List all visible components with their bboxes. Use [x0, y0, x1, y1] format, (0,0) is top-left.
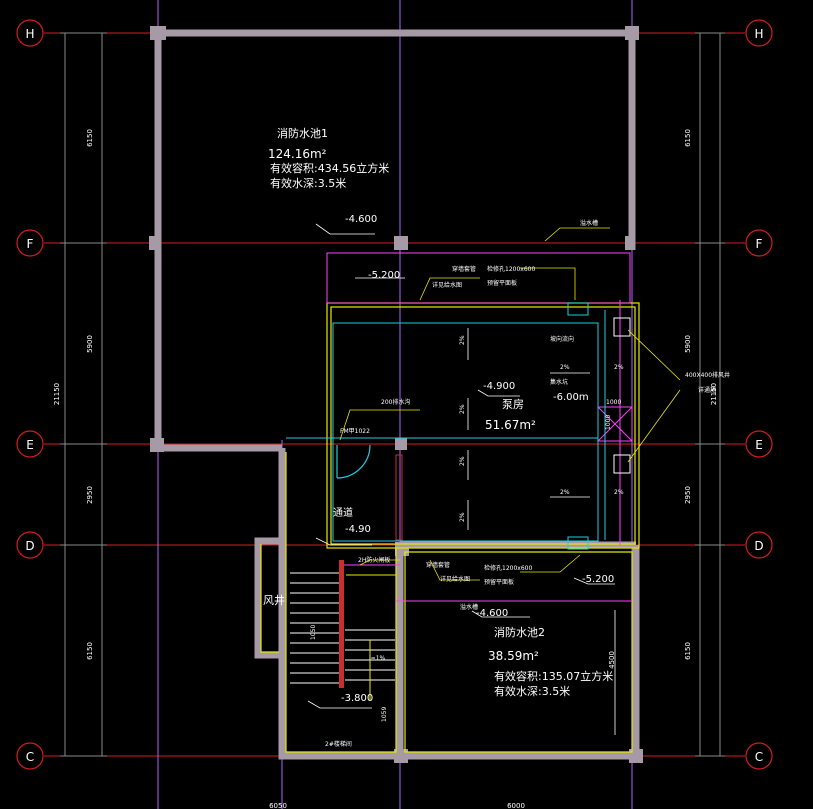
- dim-right-2950: 2950: [684, 486, 692, 504]
- elev-pool2: -4.600: [476, 608, 508, 619]
- note-vent-pipe-top-2: 详见给水图: [432, 281, 462, 289]
- corridor-hatch: [395, 454, 403, 541]
- grid-label-e-left: E: [26, 438, 34, 452]
- dim-right-6150-bottom: 6150: [684, 642, 692, 660]
- pool2-area: 38.59m²: [488, 649, 539, 663]
- slope-2: 2%: [614, 364, 624, 371]
- elev-upper: -5.200: [368, 270, 400, 281]
- grid-label-f-right: F: [756, 237, 763, 251]
- vent-shafts: [613, 317, 631, 474]
- grid-bubbles: [16, 19, 773, 770]
- pool2-depth: 有效水深:3.5米: [494, 684, 570, 698]
- slope-marks: [467, 328, 590, 530]
- grid-label-f-left: F: [27, 237, 34, 251]
- note-slope-i: i=1%: [369, 655, 386, 662]
- leaders: [307, 223, 616, 735]
- dim-left-total: 21150: [53, 383, 61, 405]
- grid-label-h-right: H: [754, 27, 763, 41]
- dim-pool2-depth: 4500: [608, 651, 616, 669]
- note-vent-400: 400X400排风井: [685, 371, 730, 379]
- slope-3: 2%: [560, 489, 570, 496]
- note-stair-room: 2#楼梯间: [325, 740, 352, 748]
- dim-pump-1000-side: 1000: [605, 415, 612, 430]
- dimension-lines: [60, 32, 725, 757]
- note-access-top: 检修孔1200x600: [487, 265, 535, 273]
- note-vent-pipe-bottom: 穿墙套管: [426, 561, 450, 569]
- pool1-name: 消防水池1: [277, 126, 328, 140]
- grid-label-c-right: C: [755, 750, 763, 764]
- dim-left-5900: 5900: [86, 335, 94, 353]
- shaft-name: 风井: [263, 593, 285, 607]
- elev-lower-right: -5.200: [582, 574, 614, 585]
- note-overflow-top: 溢水槽: [580, 219, 598, 227]
- slope-v4: 2%: [459, 512, 466, 522]
- dim-left-2950: 2950: [86, 486, 94, 504]
- slope-v3: 2%: [459, 456, 466, 466]
- slope-v1: 2%: [459, 335, 466, 345]
- note-door-label: FM甲1022: [340, 428, 370, 435]
- stair-handrail: [339, 560, 344, 688]
- note-step-mark: 1059: [381, 707, 388, 722]
- dim-right-5900: 5900: [684, 335, 692, 353]
- grid-label-d-left: D: [25, 539, 34, 553]
- note-drain-200: 200排水沟: [381, 398, 410, 406]
- pump-name: 泵房: [502, 398, 524, 411]
- elev-sump: -6.00m: [553, 392, 589, 403]
- note-access-top-2: 预留平面板: [487, 279, 517, 287]
- grid-label-e-right: E: [755, 438, 763, 452]
- grid-label-h-left: H: [25, 27, 34, 41]
- note-overflow-bottom: 溢水槽: [460, 603, 478, 611]
- cyan-lines: [286, 302, 606, 550]
- pool1-area: 124.16m²: [268, 147, 327, 161]
- dim-pump-1000-top: 1000: [606, 399, 621, 406]
- dim-bottom-right: 6000: [507, 802, 525, 809]
- note-vent-pipe-bottom-2: 详见给水图: [440, 575, 470, 583]
- dim-left-6150-top: 6150: [86, 129, 94, 147]
- door-fm-1022: [336, 444, 371, 479]
- note-vent-400-2: 详通施: [698, 386, 716, 394]
- elev-corridor: -4.90: [345, 524, 371, 535]
- grid-label-d-right: D: [754, 539, 763, 553]
- elev-pool1: -4.600: [345, 214, 377, 225]
- elev-stair: -3.800: [341, 693, 373, 704]
- pool1-volume: 有效容积:434.56立方米: [270, 161, 389, 175]
- note-sump-pit: 集水坑: [550, 378, 568, 386]
- dim-right-6150-top: 6150: [684, 129, 692, 147]
- corridor-name: 通道: [333, 506, 353, 519]
- dim-bottom-left: 6050: [269, 802, 287, 809]
- note-stair-width: 1050: [310, 625, 317, 640]
- note-fire-door: 2H防火闸板: [358, 556, 390, 564]
- yellow-leaders: [339, 227, 681, 581]
- note-access-bottom-2: 预留平面板: [484, 578, 514, 586]
- grid-label-c-left: C: [26, 750, 34, 764]
- note-flow-direction: 坡向流向: [550, 335, 574, 343]
- pool1-depth: 有效水深:3.5米: [270, 176, 346, 190]
- dim-left-6150-bottom: 6150: [86, 642, 94, 660]
- pump-area: 51.67m²: [485, 418, 536, 432]
- slope-1: 2%: [560, 364, 570, 371]
- wall-linings: [260, 302, 640, 753]
- dim-right-total: 21150: [710, 383, 718, 405]
- slope-v2: 2%: [459, 404, 466, 414]
- pool2-name: 消防水池2: [494, 625, 545, 639]
- note-access-bottom: 检修孔1200x600: [484, 564, 532, 572]
- pool2-volume: 有效容积:135.07立方米: [494, 669, 613, 683]
- slope-4: 2%: [614, 489, 624, 496]
- note-vent-pipe-top: 穿墙套管: [452, 265, 476, 273]
- elev-pump: -4.900: [483, 381, 515, 392]
